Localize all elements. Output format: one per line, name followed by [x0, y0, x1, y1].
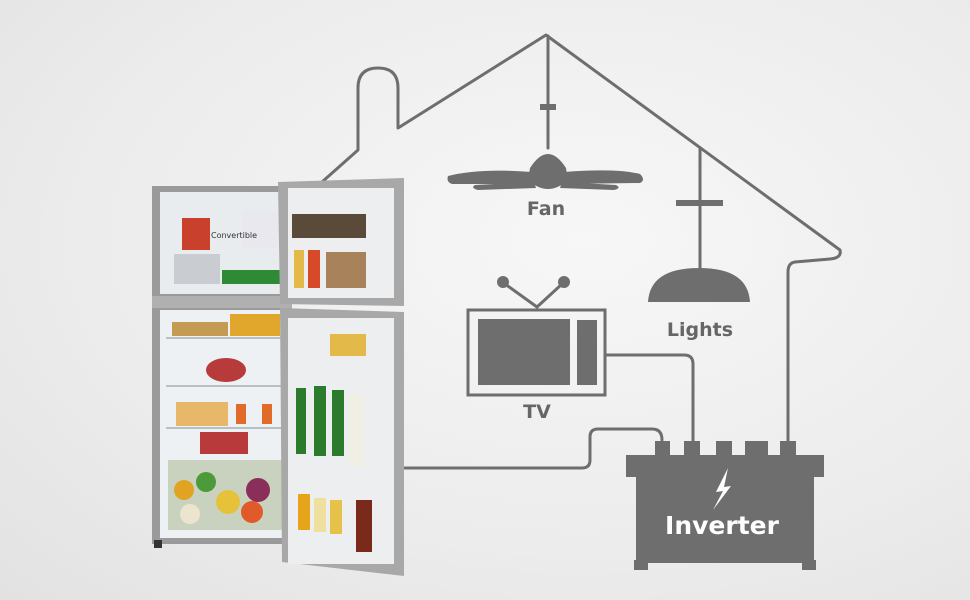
convertible-label: Convertible: [211, 231, 257, 240]
inverter-label: Inverter: [665, 511, 780, 540]
fan-icon: [447, 34, 643, 190]
tv-wire: [603, 353, 695, 444]
light-bulb-icon: [648, 146, 750, 302]
refrigerator-image: Convertible: [152, 178, 404, 576]
fan-label: Fan: [527, 198, 565, 220]
inverter-battery-icon: [626, 441, 824, 570]
fridge-wire: [403, 427, 664, 470]
lights-label: Lights: [667, 319, 733, 341]
house-outline: [320, 33, 842, 444]
tv-label: TV: [523, 401, 551, 423]
tv-icon: [466, 276, 607, 397]
lightning-icon: [713, 468, 731, 510]
